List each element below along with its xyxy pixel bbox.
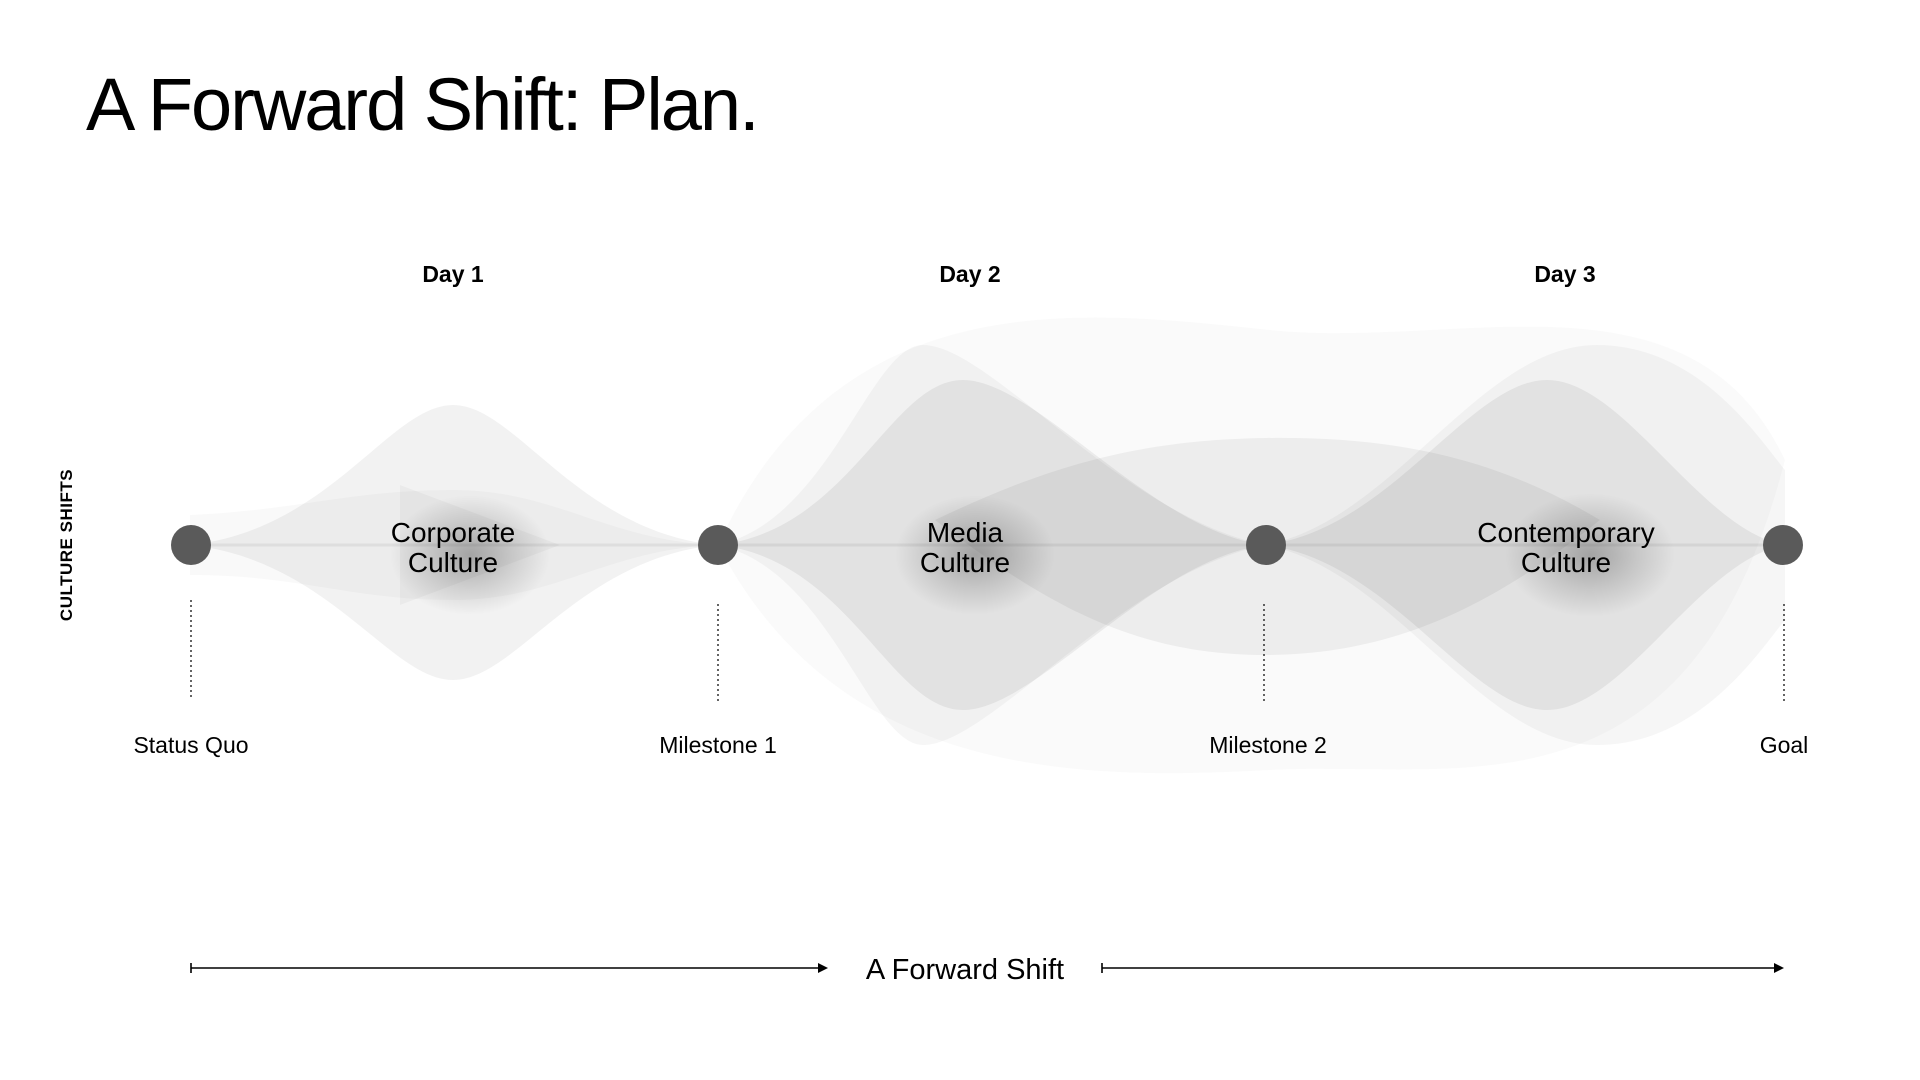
glow-media xyxy=(895,495,1055,615)
phase-media-line2: Culture xyxy=(920,547,1010,578)
axis-label: CULTURE SHIFTS xyxy=(57,469,76,621)
milestone-label-1: Milestone 1 xyxy=(659,732,777,758)
milestone-label-2: Milestone 2 xyxy=(1209,732,1327,758)
node-goal xyxy=(1763,525,1803,565)
arrow-head-middle xyxy=(818,963,828,973)
phase-corporate-line1: Corporate xyxy=(391,517,516,548)
phase-corporate-line2: Culture xyxy=(408,547,498,578)
arrow-label: A Forward Shift xyxy=(866,954,1064,986)
phase-contemporary-line2: Culture xyxy=(1521,547,1611,578)
page-title: A Forward Shift: Plan. xyxy=(86,63,760,146)
milestone-label-status-quo: Status Quo xyxy=(133,732,248,758)
glow-contemporary xyxy=(1505,493,1675,617)
glow-corporate xyxy=(390,495,550,615)
phase-contemporary-line1: Contemporary xyxy=(1477,517,1654,548)
arrow-head-end xyxy=(1774,963,1784,973)
milestone-label-goal: Goal xyxy=(1760,732,1809,758)
day-label-3: Day 3 xyxy=(1534,261,1595,287)
node-milestone-1 xyxy=(698,525,738,565)
day-label-1: Day 1 xyxy=(422,261,484,287)
day-label-2: Day 2 xyxy=(939,261,1000,287)
node-status-quo xyxy=(171,525,211,565)
forward-shift-arrow: A Forward Shift xyxy=(190,954,1784,986)
phase-media-line1: Media xyxy=(927,517,1004,548)
node-milestone-2 xyxy=(1246,525,1286,565)
